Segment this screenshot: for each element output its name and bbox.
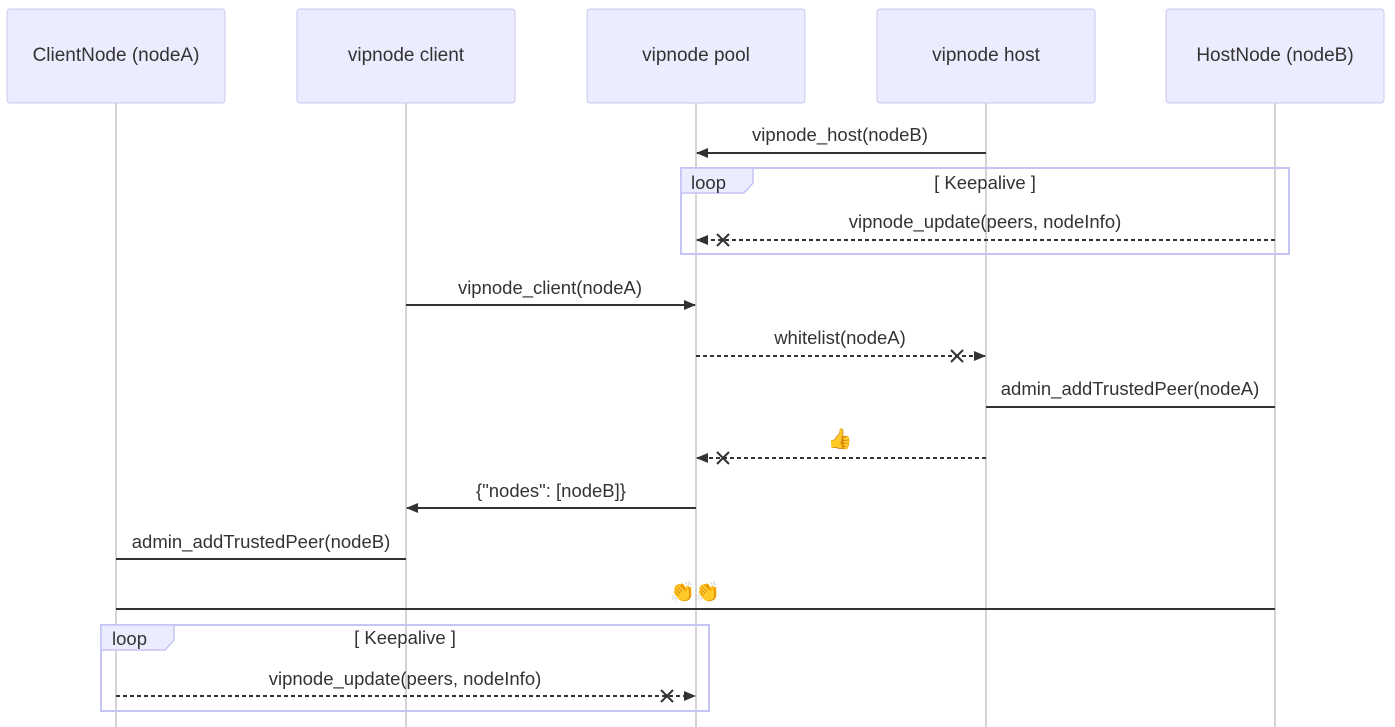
actor-label: HostNode (nodeB) [1196,45,1353,66]
message-clapping: 👏👏 [116,580,1275,610]
message-vipnode-client: vipnode_client(nodeA) [406,277,696,310]
actor-label: vipnode client [348,45,465,66]
loop-block-keepalive-client: loop [ Keepalive ] [100,624,710,712]
loop-frame [680,167,1290,255]
actor-label: vipnode pool [642,45,750,66]
loop-label: [ Keepalive ] [934,172,1036,193]
message-vipnode-host: vipnode_host(nodeB) [696,124,986,158]
message-admin-add-trusted-peer-a: admin_addTrustedPeer(nodeA) [986,378,1275,408]
actor-box [6,8,226,104]
actor-hostnode[interactable]: HostNode (nodeB) [1165,8,1385,104]
loop-label: [ Keepalive ] [354,627,456,648]
message-nodes-response: {"nodes": [nodeB]} [406,480,696,513]
loop-block-keepalive-host: loop [ Keepalive ] [680,167,1290,255]
actor-vipnode-host[interactable]: vipnode host [876,8,1096,104]
cross-icon [950,349,964,363]
actor-box [296,8,516,104]
loop-tab [680,167,754,194]
clapping-icon: 👏👏 [670,580,720,604]
message-label: admin_addTrustedPeer(nodeB) [132,531,390,553]
loop-tab [100,624,175,651]
message-label: vipnode_update(peers, nodeInfo) [849,211,1122,233]
loop-title: loop [112,628,147,649]
cross-icon [716,451,730,465]
thumbs-up-icon: 👍 [828,427,853,451]
message-admin-add-trusted-peer-b: admin_addTrustedPeer(nodeB) [116,531,406,560]
actor-label: ClientNode (nodeA) [33,45,200,66]
loop-title: loop [691,172,726,193]
actor-box [876,8,1096,104]
message-label: vipnode_host(nodeB) [752,124,928,146]
message-label: whitelist(nodeA) [773,327,906,348]
message-label: vipnode_update(peers, nodeInfo) [269,668,542,690]
actor-box [1165,8,1385,104]
message-label: vipnode_client(nodeA) [458,277,642,299]
cross-icon [660,689,674,703]
actor-vipnode-pool[interactable]: vipnode pool [586,8,806,104]
lifelines [115,103,1276,727]
actor-vipnode-client[interactable]: vipnode client [296,8,516,104]
message-vipnode-update-host: vipnode_update(peers, nodeInfo) [696,211,1275,247]
cross-icon [716,233,730,247]
message-label: admin_addTrustedPeer(nodeA) [1001,378,1259,400]
message-thumbs-up: 👍 [696,427,986,465]
actor-clientnode[interactable]: ClientNode (nodeA) [6,8,226,104]
actor-label: vipnode host [932,45,1040,66]
message-whitelist: whitelist(nodeA) [696,327,986,363]
loop-frame [100,624,710,712]
message-label: {"nodes": [nodeB]} [476,480,626,501]
message-vipnode-update-client: vipnode_update(peers, nodeInfo) [116,668,696,703]
actor-box [586,8,806,104]
